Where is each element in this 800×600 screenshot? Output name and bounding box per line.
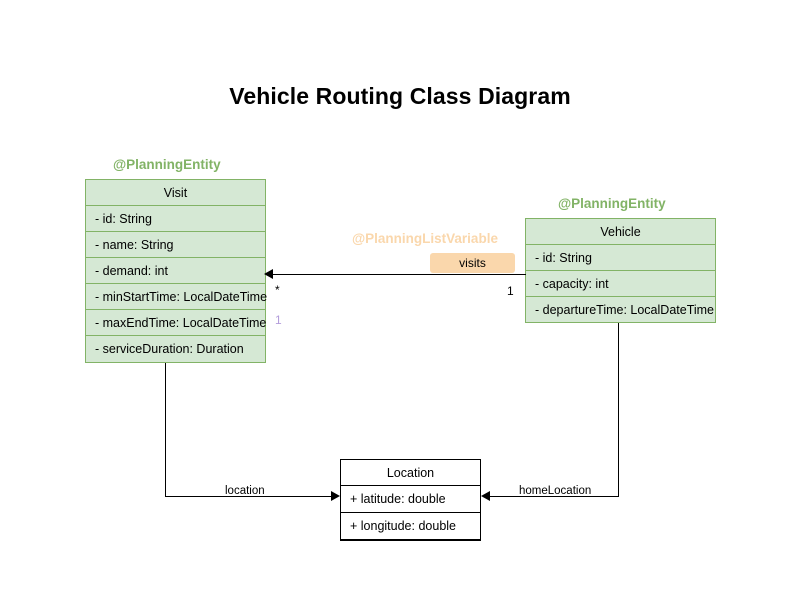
association-line-location-horizontal xyxy=(165,496,332,497)
association-line-location-vertical xyxy=(165,363,166,497)
class-attribute: - maxEndTime: LocalDateTime xyxy=(86,310,266,336)
vehicle-annotation: @PlanningEntity xyxy=(558,196,666,211)
class-attribute: - demand: int xyxy=(86,258,265,284)
association-line-homelocation-vertical xyxy=(618,323,619,497)
class-box-visit[interactable]: Visit - id: String - name: String - dema… xyxy=(85,179,267,363)
class-attribute: + longitude: double xyxy=(341,513,480,540)
class-attribute: + latitude: double xyxy=(341,486,480,513)
class-name-visit: Visit xyxy=(86,180,265,206)
association-line-homelocation-horizontal xyxy=(489,496,619,497)
association-line-visits xyxy=(272,274,526,275)
page-title: Vehicle Routing Class Diagram xyxy=(229,83,571,109)
arrowhead-homelocation xyxy=(481,491,490,501)
class-box-location[interactable]: Location + latitude: double + longitude:… xyxy=(340,459,481,541)
class-attribute: - id: String xyxy=(86,206,265,232)
class-attribute: - capacity: int xyxy=(526,271,715,297)
multiplicity-vehicle-side: 1 xyxy=(507,284,514,298)
class-attribute: - serviceDuration: Duration xyxy=(95,342,244,356)
multiplicity-extra: 1 xyxy=(275,313,282,327)
association-label-homelocation: homeLocation xyxy=(519,485,592,497)
class-attribute: - id: String xyxy=(526,245,715,271)
association-label-visits: visits xyxy=(430,253,515,273)
class-attribute: - minStartTime: LocalDateTime xyxy=(86,284,267,310)
class-attribute: - name: String xyxy=(86,232,265,258)
arrowhead-visits xyxy=(264,269,273,279)
visit-annotation: @PlanningEntity xyxy=(113,157,221,172)
arrowhead-location xyxy=(331,491,340,501)
visits-annotation: @PlanningListVariable xyxy=(352,231,498,246)
class-box-vehicle[interactable]: Vehicle - id: String - capacity: int - d… xyxy=(525,218,716,323)
multiplicity-visit-side: * xyxy=(275,283,280,297)
class-name-vehicle: Vehicle xyxy=(526,219,715,245)
class-attribute: - departureTime: LocalDateTime xyxy=(535,303,715,317)
association-label-location: location xyxy=(225,485,265,497)
class-name-location: Location xyxy=(341,460,480,486)
